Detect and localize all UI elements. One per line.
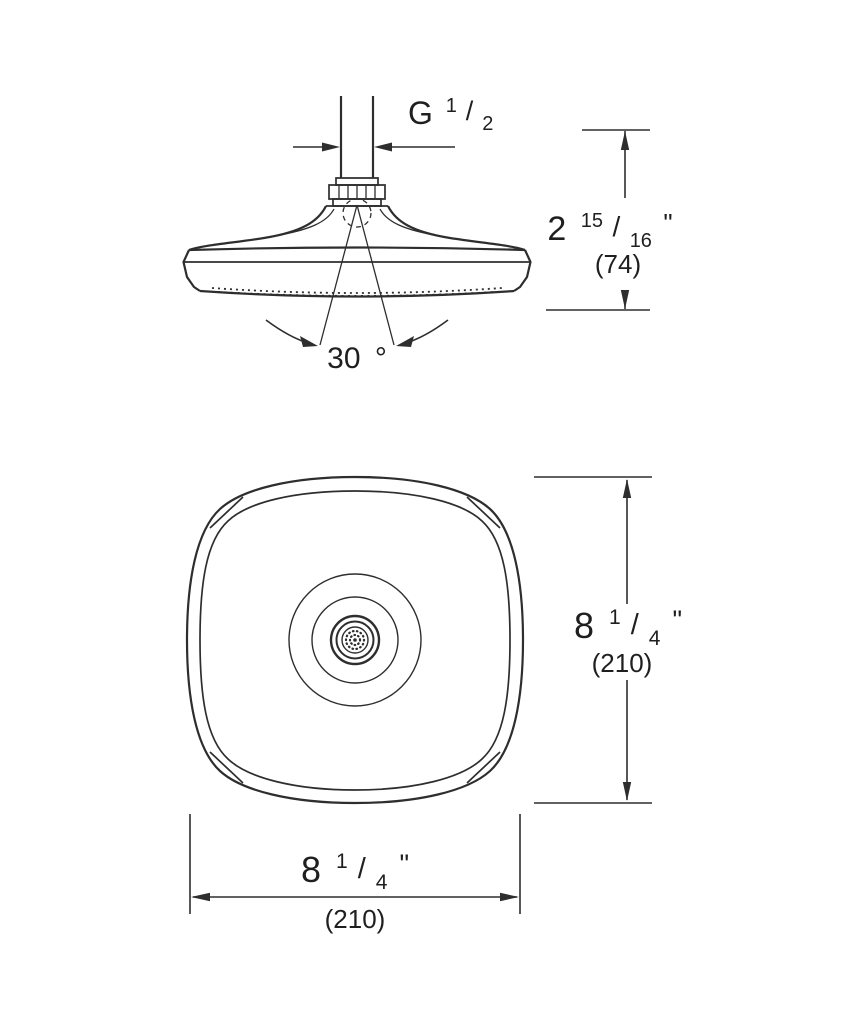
head-height-whole: 2: [547, 210, 566, 248]
spray-angle-degree: °: [375, 342, 387, 375]
spray-cone-lines: [319, 204, 395, 346]
corner-facets: [209, 496, 501, 784]
face-height-label: 8 1 / 4 ": [574, 591, 682, 653]
thread-fraction-slash: /: [466, 96, 474, 126]
face-width-label: 8 1 / 4 ": [301, 835, 409, 897]
height-arrow-top: [620, 131, 630, 150]
head-height-denominator: 16: [630, 230, 652, 252]
thread-arrow-left: [322, 142, 340, 152]
nozzle-rings: [288, 573, 422, 707]
face-height-numerator: 1: [609, 606, 621, 629]
thread-denominator: 2: [482, 113, 493, 135]
spray-angle-value: 30: [327, 342, 360, 375]
thread-prefix: G: [408, 95, 433, 131]
top-view: [185, 475, 525, 805]
face-width-whole: 8: [301, 849, 321, 890]
face-width-unit: ": [399, 849, 409, 879]
side-view-dimensions: G 1 / 2 2 15 / 16 " (74): [265, 83, 673, 375]
face-width-denominator: 4: [376, 871, 388, 894]
head-height-metric-label: (74): [595, 249, 641, 279]
connector-nut: [326, 177, 388, 207]
face-height-denominator: 4: [649, 627, 661, 650]
outer-contour: [185, 475, 525, 805]
face-height-slash: /: [631, 609, 640, 641]
head-height-unit: ": [663, 208, 672, 238]
face-width-arrow-right: [500, 892, 519, 902]
face-height-whole: 8: [574, 605, 594, 646]
height-arrow-bottom: [620, 290, 630, 309]
ball-joint-hidden-circle: [342, 198, 372, 228]
face-width-numerator: 1: [336, 850, 348, 873]
shower-rim: [182, 246, 532, 298]
face-width-slash: /: [358, 853, 367, 885]
top-view-dimensions: 8 1 / 4 " (210) 8 1 / 4 " (210): [189, 476, 682, 934]
face-height-arrow-top: [622, 479, 632, 498]
face-width-arrow-left: [191, 892, 210, 902]
spray-angle-dimension: 30 °: [265, 319, 449, 375]
head-height-slash: /: [612, 211, 620, 242]
spray-angle-arrow-right: [396, 336, 414, 347]
face-height-metric-label: (210): [592, 648, 653, 678]
spray-face-nozzles: [211, 287, 503, 297]
supply-pipe: [339, 96, 375, 178]
face-width-metric-label: (210): [325, 904, 386, 934]
thread-arrow-right: [374, 142, 392, 152]
center-dot: [353, 638, 357, 642]
thread-dimension: G 1 / 2: [293, 83, 493, 152]
face-width-dimension: 8 1 / 4 " (210): [189, 814, 521, 934]
thread-size-label: G 1 / 2: [408, 83, 493, 135]
face-height-unit: ": [672, 605, 682, 635]
spray-angle-arrow-left: [300, 336, 318, 347]
side-view: [182, 96, 532, 346]
spray-angle-label: 30 °: [327, 342, 387, 375]
head-height-numerator: 15: [581, 210, 603, 232]
head-height-label: 2 15 / 16 ": [547, 197, 672, 255]
head-height-dimension: 2 15 / 16 " (74): [546, 129, 673, 311]
thread-numerator: 1: [446, 95, 457, 117]
face-height-dimension: 8 1 / 4 " (210): [534, 476, 682, 804]
face-height-arrow-bottom: [622, 782, 632, 801]
inner-contour: [199, 490, 511, 791]
shower-bell: [188, 205, 526, 252]
